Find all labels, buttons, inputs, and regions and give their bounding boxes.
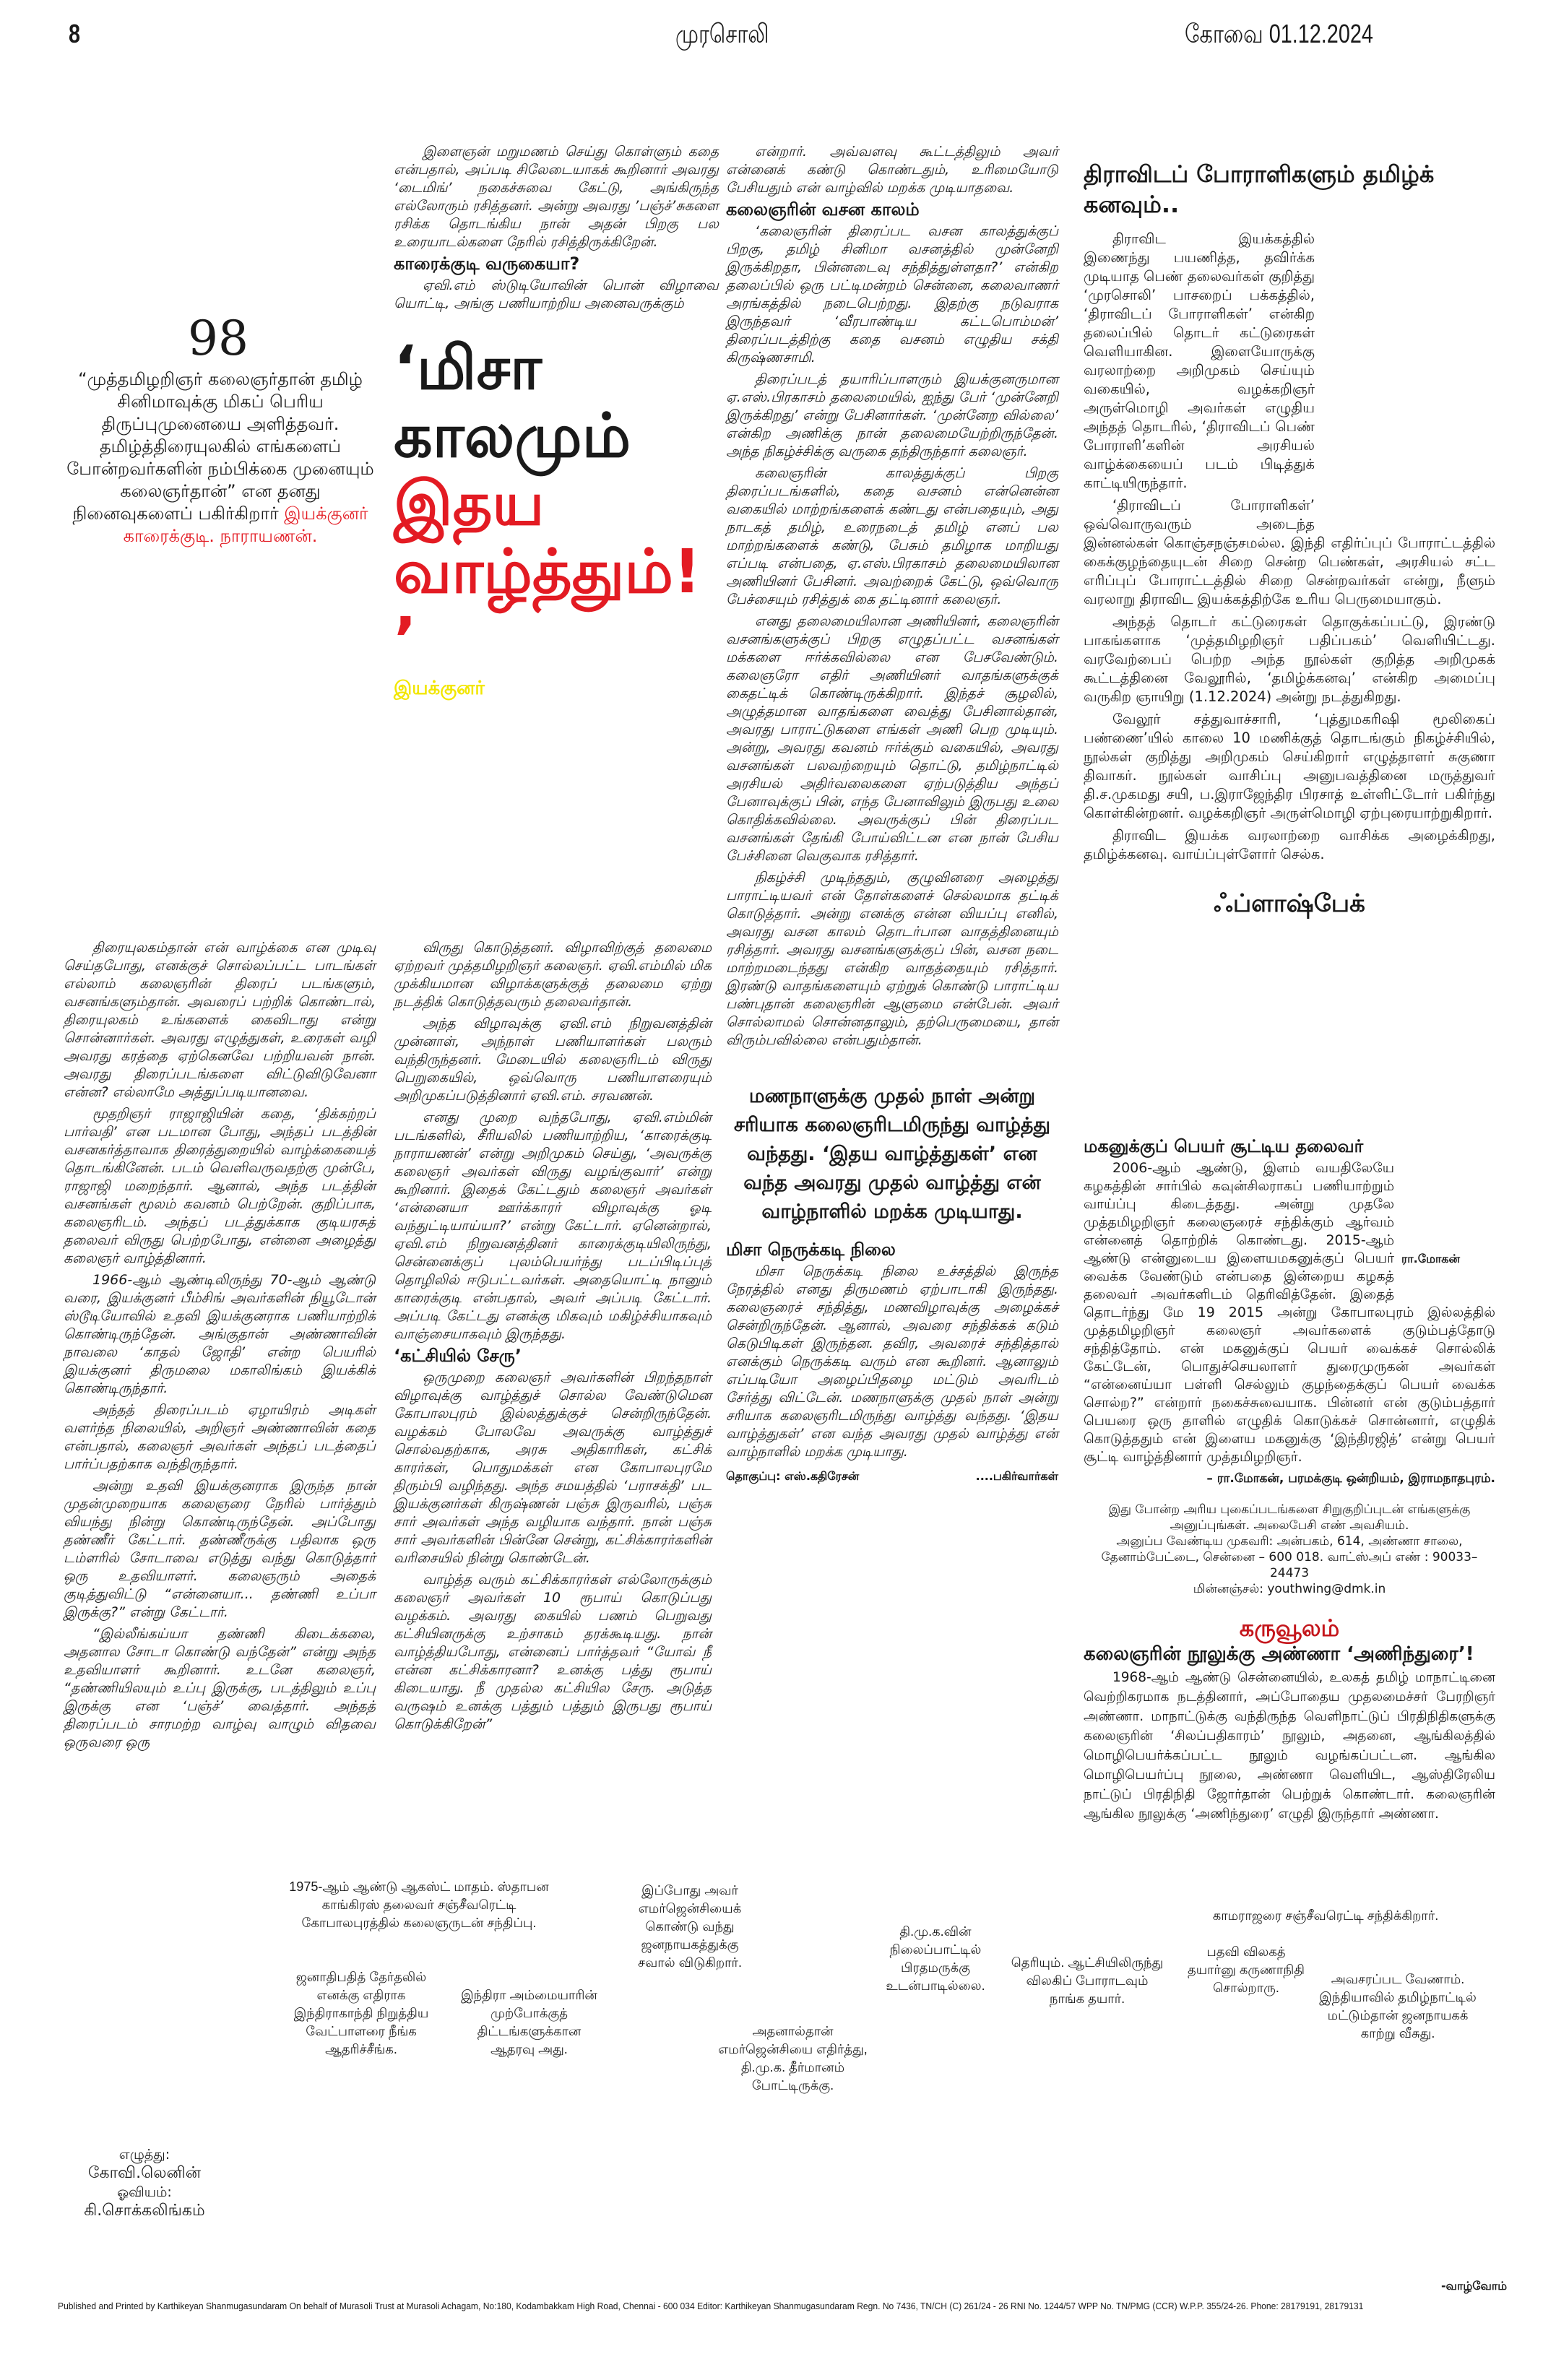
karuvoolam-label: கருவூலம் xyxy=(1239,1614,1340,1642)
article-col1: திரையுலகம்தான் என் வாழ்க்கை என முடிவு செ… xyxy=(64,939,376,1755)
headline: ‘மிசா காலமும் இதய வாழ்த்தும்!’ xyxy=(394,334,719,673)
article-col2: விருது கொடுத்தனர். விழாவிற்குத் தலைமை ஏற… xyxy=(394,939,712,1737)
masthead: முரசொலி xyxy=(675,19,769,48)
karuvoolam-article: கலைஞரின் நூலுக்கு அண்ணா ‘அணிந்துரை’! 196… xyxy=(1084,1645,1495,1827)
article-col3: என்றார். அவ்வளவு கூட்டத்திலும் அவர் என்ன… xyxy=(726,143,1058,1053)
paragraph: இளைஞன் மறுமணம் செய்து கொள்ளும் கதை என்பத… xyxy=(394,144,719,250)
paragraph: திராவிட இயக்க வரலாற்றை வாசிக்க அழைக்கிறத… xyxy=(1084,827,1495,862)
paragraph: வேலூர் சத்துவாச்சாரி, ‘புத்துமகரிஷி மூலி… xyxy=(1084,711,1495,821)
comic-caption: 1975-ஆம் ஆண்டு ஆகஸ்ட் மாதம். ஸ்தாபன காங்… xyxy=(289,1879,549,1930)
flashback-article: மகனுக்குப் பெயர் சூட்டிய தலைவர் ரா.மோகன்… xyxy=(1084,1138,1495,1492)
comic-caption: இந்திரா அம்மையாரின் முற்போக்குத் திட்டங்… xyxy=(461,1988,597,2056)
paragraph: 1966-ஆம் ஆண்டிலிருந்து 70-ஆம் ஆண்டு வரை,… xyxy=(64,1272,376,1396)
paragraph: என்றார். அவ்வளவு கூட்டத்திலும் அவர் என்ன… xyxy=(726,144,1058,196)
paragraph: ‘கலைஞரின் திரைப்பட வசன காலத்துக்குப் பிற… xyxy=(726,223,1058,365)
paragraph-group: ஏவி.எம் ஸ்டுடியோவின் பொன் விழாவை யொட்டி,… xyxy=(394,277,719,313)
photo-placeholder: ரா.மோகன் xyxy=(1394,1159,1495,1289)
karuvoolam-body: 1968-ஆம் ஆண்டு சென்னையில், உலகத் தமிழ் ம… xyxy=(1084,1670,1495,1822)
paragraph: எனது தலைமையிலான அணியினர், கலைஞரின் வசனங்… xyxy=(726,613,1058,864)
contact-email[interactable]: மின்னஞ்சல்: youthwing@dmk.in xyxy=(1193,1582,1386,1596)
paragraph-group: ‘திராவிடப் போராளிகள்’ ஒவ்வொருவரும் அடைந்… xyxy=(1084,496,1495,864)
comic-caption: தி.மு.க.வின் நிலைப்பாட்டில் பிரதமருக்கு … xyxy=(886,1924,985,1993)
subheading-vasanam: கலைஞரின் வசன காலம் xyxy=(726,199,920,220)
paragraph-group: என்றார். அவ்வளவு கூட்டத்திலும் அவர் என்ன… xyxy=(726,143,1058,197)
paragraph: “இல்லீங்கய்யா தண்ணி கிடைக்கலை, அதனால சோட… xyxy=(64,1626,376,1750)
writer-label: எழுத்து: xyxy=(118,2147,170,2163)
paragraph: திரைப்படத் தயாரிப்பாளரும் இயக்குனருமான ஏ… xyxy=(726,371,1058,459)
paragraph: ஒருமுறை கலைஞர் அவர்களின் பிறந்தநாள் விழா… xyxy=(394,1369,712,1566)
paragraph: திரையுலகம்தான் என் வாழ்க்கை என முடிவு செ… xyxy=(64,940,376,1100)
headline-line2: இதய வாழ்த்தும்!’ xyxy=(394,468,701,675)
paragraph: ஏவி.எம் ஸ்டுடியோவின் பொன் விழாவை யொட்டி,… xyxy=(394,277,719,311)
compiled-by: தொகுப்பு: எஸ்.கதிரேசன் xyxy=(726,1469,860,1483)
contact-line: இது போன்ற அரிய புகைப்படங்களை சிறுகுறிப்ப… xyxy=(1108,1502,1471,1533)
article-col2-top: இளைஞன் மறுமணம் செய்து கொள்ளும் கதை என்பத… xyxy=(394,143,719,701)
paragraph: அன்று உதவி இயக்குனராக இருந்த நான் முதன்ம… xyxy=(64,1478,376,1620)
page-number: 8 xyxy=(69,19,81,48)
comic-caption: இப்போது அவர் எமர்ஜென்சியைக் கொண்டு வந்து… xyxy=(638,1883,742,1970)
paragraph-group: திரையுலகம்தான் என் வாழ்க்கை என முடிவு செ… xyxy=(64,939,376,1752)
paragraph: திராவிட இயக்கத்தில் இணைந்து பயணித்த, தவி… xyxy=(1084,230,1315,491)
paragraph: மிசா நெருக்கடி நிலை உச்சத்தில் இருந்த நே… xyxy=(726,1263,1058,1460)
paragraph-group: ‘கலைஞரின் திரைப்பட வசன காலத்துக்குப் பிற… xyxy=(726,222,1058,1050)
comic-caption: காமராஜரை சஞ்சீவரெட்டி சந்திக்கிறார். xyxy=(1212,1908,1439,1923)
comic-caption: அதனால்தான் எமர்ஜென்சியை எதிர்த்து, தி.மு… xyxy=(718,2024,868,2093)
contact-line: அனுப்ப வேண்டிய முகவரி: அன்பகம், 614, அண்… xyxy=(1101,1534,1478,1580)
artist-label: ஓவியம்: xyxy=(117,2184,172,2200)
paragraph-group: மிசா நெருக்கடி நிலை உச்சத்தில் இருந்த நே… xyxy=(726,1263,1058,1461)
imprint-footer: Published and Printed by Karthikeyan Sha… xyxy=(58,2301,1364,2311)
edition-date: கோவை 01.12.2024 xyxy=(1185,19,1373,48)
paragraph-group: இளைஞன் மறுமணம் செய்து கொள்ளும் கதை என்பத… xyxy=(394,143,719,251)
paragraph-group: ஒருமுறை கலைஞர் அவர்களின் பிறந்தநாள் விழா… xyxy=(394,1369,712,1734)
artist-name: கி.சொக்கலிங்கம் xyxy=(84,2202,205,2220)
paragraph: அந்த விழாவுக்கு ஏவி.எம் நிறுவனத்தின் முன… xyxy=(394,1016,712,1104)
paragraph: வாழ்த்த வரும் கட்சிக்காரர்கள் எல்லோருக்க… xyxy=(394,1572,712,1732)
headline-line1: ‘மிசா காலமும் xyxy=(394,332,631,471)
paragraph: நிகழ்ச்சி முடிந்ததும், குழுவினரை அழைத்து… xyxy=(726,870,1058,1048)
right-article: திராவிட இயக்கத்தில் இணைந்து பயணித்த, தவி… xyxy=(1084,230,1495,867)
subheading-katchi: ‘கட்சியில் சேரு’ xyxy=(394,1346,522,1366)
paragraph: விருது கொடுத்தனர். விழாவிற்குத் தலைமை ஏற… xyxy=(394,940,712,1010)
flashback-subtitle: மகனுக்குப் பெயர் சூட்டிய தலைவர் xyxy=(1084,1136,1364,1156)
paragraph: ‘திராவிடப் போராளிகள்’ ஒவ்வொருவரும் அடைந்… xyxy=(1084,497,1495,607)
quote-text: “முத்தமிழறிஞர் கலைஞர்தான் தமிழ் சினிமாவு… xyxy=(66,369,374,524)
comic-caption: அவசரப்பட வேணாம். இந்தியாவில் தமிழ்நாட்டி… xyxy=(1319,1972,1477,2041)
paragraph: எனது முறை வந்தபோது, ஏவி.எம்மின் படங்களில… xyxy=(394,1109,712,1342)
comic-caption: ஜனாதிபதித் தேர்தலில் எனக்கு எதிராக இந்தி… xyxy=(293,1970,429,2056)
right-article-title: திராவிடப் போராளிகளும் தமிழ்க் கனவும்.. xyxy=(1084,160,1435,218)
series-number: 98 xyxy=(188,311,248,366)
paragraph-group: திராவிட இயக்கத்தில் இணைந்து பயணித்த, தவி… xyxy=(1084,230,1495,493)
photo-placeholder xyxy=(1315,230,1495,533)
writer-name: கோவி.லெனின் xyxy=(87,2164,202,2182)
article-misa: மிசா நெருக்கடி நிலை மிசா நெருக்கடி நிலை … xyxy=(726,1241,1058,1485)
headline-byline: இயக்குனர் xyxy=(394,678,485,699)
paragraph: அந்தத் திரைப்படம் ஏழாயிரம் அடிகள் வளர்ந்… xyxy=(64,1402,376,1472)
karuvoolam-title: கலைஞரின் நூலுக்கு அண்ணா ‘அணிந்துரை’! xyxy=(1084,1643,1474,1665)
paragraph: மூதறிஞர் ராஜாஜியின் கதை, ‘திக்கற்றப் பார… xyxy=(64,1106,376,1266)
paragraph: அந்தத் தொடர் கட்டுரைகள் தொகுக்கப்பட்டு, … xyxy=(1084,613,1495,705)
comic-credits: எழுத்து: கோவி.லெனின் ஓவியம்: கி.சொக்கலிங… xyxy=(72,2145,217,2220)
contact-info: இது போன்ற அரிய புகைப்படங்களை சிறுகுறிப்ப… xyxy=(1084,1502,1495,1597)
comic-caption: பதவி விலகத் தயார்னு கருணாநிதி சொல்றாரு. xyxy=(1187,1944,1305,1995)
quote-author: இயக்குனர் காரைக்குடி. நாராயணன். xyxy=(123,503,368,546)
right-column: திராவிடப் போராளிகளும் தமிழ்க் கனவும்.. த… xyxy=(1084,160,1495,1827)
intro-quote: “முத்தமிழறிஞர் கலைஞர்தான் தமிழ் சினிமாவு… xyxy=(58,368,383,548)
paragraph: கலைஞரின் காலத்துக்குப் பிறகு திரைப்படங்க… xyxy=(726,465,1058,607)
comic-caption: தெரியும். ஆட்சியிலிருந்து விலகிப் போராடவ… xyxy=(1011,1955,1164,2006)
flashback-title: ஃப்ளாஷ்பேக் xyxy=(1214,889,1365,918)
pull-quote: மணநாளுக்கு முதல் நாள் அன்று சரியாக கலைஞர… xyxy=(734,1085,1050,1223)
photo-placeholder xyxy=(1084,921,1495,1138)
flashback-signoff: – ரா.மோகன், பரமக்குடி ஒன்றியம், இராமநாதப… xyxy=(1206,1471,1495,1486)
article-col3-stack: என்றார். அவ்வளவு கூட்டத்திலும் அவர் என்ன… xyxy=(726,143,1058,1485)
continues-label: -வாழ்வோம் xyxy=(1441,2279,1508,2293)
paragraph-group: விருது கொடுத்தனர். விழாவிற்குத் தலைமை ஏற… xyxy=(394,939,712,1343)
flashback-body: 2006-ஆம் ஆண்டு, இளம் வயதிலேயே கழகத்தின் … xyxy=(1084,1160,1495,1465)
subheading-karaikudi: காரைக்குடி வருகையா? xyxy=(394,254,580,274)
subheading-misa: மிசா நெருக்கடி நிலை xyxy=(726,1239,896,1260)
photo-caption: ரா.மோகன் xyxy=(1401,1252,1461,1265)
continued-note: ....பகிர்வார்கள் xyxy=(975,1469,1058,1483)
